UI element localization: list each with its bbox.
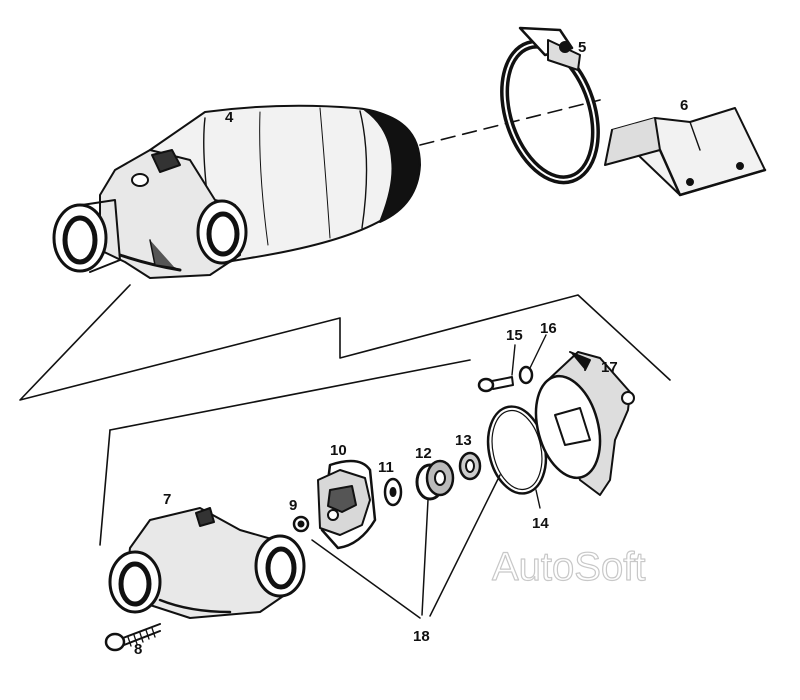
callout-leaders	[511, 334, 547, 509]
callout-18: 18	[413, 628, 430, 645]
callout-11: 11	[378, 459, 394, 476]
callout-14: 14	[532, 515, 549, 532]
part-6-bracket	[604, 107, 767, 197]
callout-6: 6	[680, 97, 688, 114]
part-15-bolt	[477, 376, 514, 393]
perspective-lines	[19, 284, 671, 546]
part-11-washer	[383, 477, 403, 507]
callout-8: 8	[134, 641, 142, 658]
callout-5: 5	[578, 39, 586, 56]
part-10-flange	[317, 459, 377, 550]
part-18-leaders	[311, 474, 501, 619]
part-16-washer	[518, 365, 534, 385]
callout-17: 17	[601, 359, 618, 376]
part-8-screw	[104, 623, 161, 652]
callout-13: 13	[455, 432, 472, 449]
watermark-text: AutoSoft	[492, 545, 645, 589]
part-9-nut	[292, 515, 310, 533]
callout-labels: 4 5 6 7 8 9 10 11 12 13 14 15 16 17 18	[134, 39, 688, 658]
callout-10: 10	[330, 442, 347, 459]
part-7-lower-housing	[108, 507, 306, 619]
callout-16: 16	[540, 320, 557, 337]
part-7-upper-housing	[52, 149, 248, 279]
callout-9: 9	[289, 497, 297, 514]
part-12-spring	[415, 459, 455, 501]
part-17-cover	[534, 351, 635, 496]
callout-4: 4	[225, 109, 234, 126]
callout-12: 12	[415, 445, 432, 462]
callout-15: 15	[506, 327, 523, 344]
part-5-hose-clamp	[500, 26, 600, 185]
part-13-bushing	[458, 451, 482, 481]
callout-7: 7	[163, 491, 171, 508]
